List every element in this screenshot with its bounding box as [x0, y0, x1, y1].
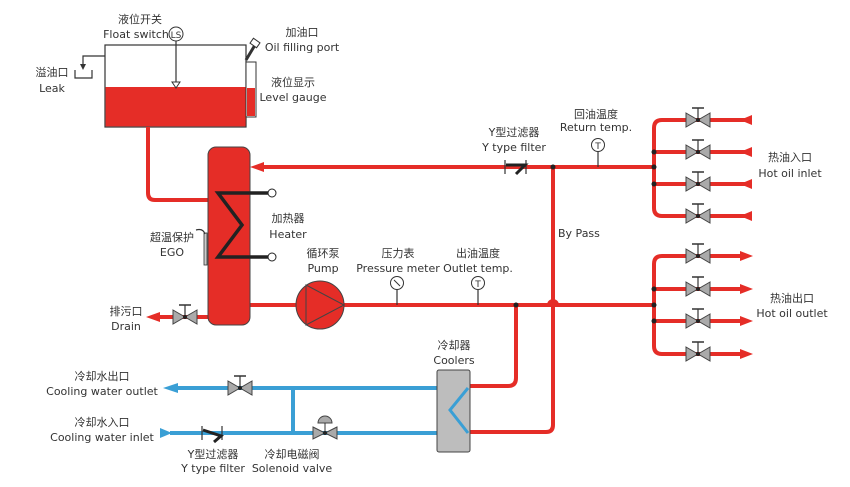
oil-filling-port-icon	[244, 37, 261, 61]
y-filter-oil-label-cn: Y型过滤器	[488, 125, 540, 139]
drain-label-en: Drain	[111, 320, 141, 333]
y-filter-water-label-cn: Y型过滤器	[187, 447, 239, 461]
inlet-arrow-icon	[740, 115, 752, 125]
junction-dot	[651, 302, 657, 308]
cooler	[436, 369, 471, 453]
float-switch-icon: LS	[168, 26, 184, 89]
level-gauge-label-cn: 液位显示	[271, 75, 315, 89]
float-switch-symbol: LS	[171, 31, 182, 41]
drain-valve[interactable]	[172, 304, 198, 325]
inlet-arrow-icon	[740, 179, 752, 189]
outlet-arrow-icon	[740, 284, 753, 294]
outlet-arrow-icon	[740, 251, 753, 261]
pressure-meter-label-cn: 压力表	[382, 246, 415, 260]
pressure-meter-icon	[390, 276, 404, 305]
junction-dot	[651, 149, 657, 155]
inlet-arrow-icon	[740, 211, 752, 221]
junction-dot	[550, 164, 556, 170]
outlet-temp-label-cn: 出油温度	[456, 246, 500, 260]
drain-arrow-icon	[146, 312, 160, 322]
pump-icon	[295, 280, 346, 330]
leak-label-en: Leak	[39, 82, 65, 95]
float-switch-label-cn: 液位开关	[118, 12, 162, 26]
return-temp-sensor-icon: T	[591, 138, 605, 167]
inlet-arrow-icon	[740, 147, 752, 157]
bypass-label: By Pass	[558, 227, 600, 240]
cooler-supply-pipe	[470, 305, 518, 388]
bypass-pipe	[470, 167, 555, 434]
heater-label-en: Heater	[269, 228, 307, 241]
pressure-meter-label-en: Pressure meter	[356, 262, 440, 275]
hot-oil-outlet-valve[interactable]	[685, 276, 711, 297]
hot-oil-inlet-manifold	[652, 118, 752, 218]
junction-dot	[651, 164, 657, 170]
solenoid-valve-label-en: Solenoid valve	[252, 462, 333, 475]
junction-dot	[513, 302, 519, 308]
outlet-temp-label-en: Outlet temp.	[443, 262, 513, 275]
hot-oil-outlet-valve[interactable]	[685, 243, 711, 264]
return-arrow-icon	[250, 162, 264, 172]
oil-filling-port-label-cn: 加油口	[286, 25, 319, 39]
cooling-water-outlet-valve[interactable]	[227, 375, 253, 396]
hot-oil-inlet-valve[interactable]	[685, 203, 711, 224]
cooling-water-outlet-label-cn: 冷却水出口	[75, 369, 130, 383]
coolers-label-cn: 冷却器	[438, 339, 471, 352]
return-temp-label-en: Return temp.	[560, 121, 632, 134]
hot-oil-inlet-label-en: Hot oil inlet	[758, 167, 822, 180]
ego-label-cn: 超温保护	[150, 230, 194, 244]
drain-label-cn: 排污口	[110, 304, 143, 318]
outlet-temp-symbol: T	[474, 280, 481, 290]
outlet-arrow-icon	[740, 316, 753, 326]
outlet-arrow-icon	[740, 349, 753, 359]
pump-label-en: Pump	[307, 262, 338, 275]
hot-oil-inlet-label-cn: 热油入口	[768, 150, 812, 164]
pump-label-cn: 循环泵	[307, 247, 340, 260]
hot-oil-inlet-valve[interactable]	[685, 107, 711, 128]
oil-filling-port-label-en: Oil filling port	[265, 41, 340, 54]
junction-dot	[651, 181, 657, 187]
hot-oil-outlet-label-en: Hot oil outlet	[756, 307, 828, 320]
hot-oil-outlet-manifold	[652, 254, 745, 356]
leak-label-cn: 溢油口	[36, 65, 69, 79]
cooling-water-inlet-label-cn: 冷却水入口	[75, 416, 130, 429]
return-temp-label-cn: 回油温度	[574, 107, 618, 121]
junction-dot	[651, 286, 657, 292]
water-outlet-arrow-icon	[163, 383, 178, 393]
ego-sensor-icon	[195, 228, 208, 266]
coolers-label-en: Coolers	[433, 354, 474, 367]
y-filter-water-label-en: Y type filter	[180, 462, 245, 475]
y-filter-oil-icon	[504, 160, 529, 176]
solenoid-valve-label-cn: 冷却电磁阀	[265, 447, 320, 461]
cooling-water-inlet-label-en: Cooling water inlet	[50, 431, 154, 444]
tank-to-heater-pipe	[146, 127, 208, 202]
ego-label-en: EGO	[160, 246, 184, 259]
float-switch-label-en: Float switch	[103, 28, 169, 41]
level-gauge-label-en: Level gauge	[260, 91, 327, 104]
level-gauge	[245, 61, 257, 118]
solenoid-valve-icon	[312, 415, 338, 440]
heater-label-cn: 加热器	[272, 212, 305, 225]
heater	[207, 146, 277, 326]
return-temp-symbol: T	[594, 142, 601, 152]
hot-oil-inlet-valve[interactable]	[685, 139, 711, 160]
hot-oil-outlet-label-cn: 热油出口	[770, 291, 814, 305]
hot-oil-inlet-valve[interactable]	[685, 171, 711, 192]
y-filter-water-icon	[201, 426, 224, 444]
leak-outlet-icon	[74, 55, 105, 79]
hot-oil-outlet-valve[interactable]	[685, 341, 711, 362]
junction-dot	[651, 318, 657, 324]
y-filter-oil-label-en: Y type filter	[481, 141, 546, 154]
water-inlet-arrow-icon	[160, 428, 172, 438]
outlet-temp-sensor-icon: T	[471, 276, 485, 305]
cooling-water-outlet-label-en: Cooling water outlet	[46, 385, 158, 398]
hot-oil-outlet-valve[interactable]	[685, 308, 711, 329]
